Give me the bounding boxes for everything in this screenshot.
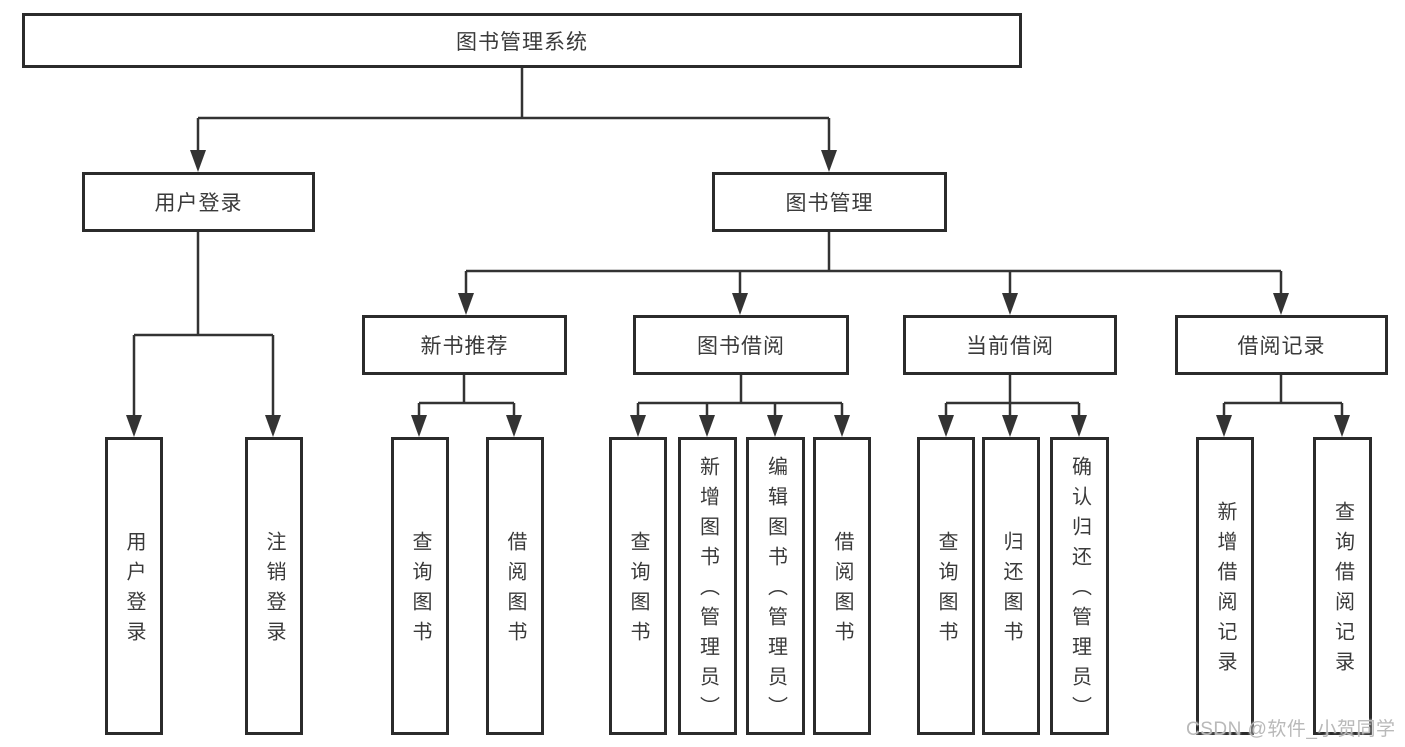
arrow-down-icon (411, 415, 427, 437)
leaf-user-login: 用户登录 (105, 437, 163, 735)
node-book-borrow: 图书借阅 (633, 315, 849, 375)
arrow-down-icon (834, 415, 850, 437)
arrow-down-icon (938, 415, 954, 437)
arrow-down-icon (1334, 415, 1350, 437)
leaf-newrec-borrow-books: 借阅图书 (486, 437, 544, 735)
node-borrow-records: 借阅记录 (1175, 315, 1388, 375)
leaf-borrow-borrow-books: 借阅图书 (813, 437, 871, 735)
arrow-down-icon (767, 415, 783, 437)
arrow-down-icon (699, 415, 715, 437)
leaf-logout: 注销登录 (245, 437, 303, 735)
arrow-down-icon (1216, 415, 1232, 437)
leaf-confirm-return-admin: 确认归还（管理员） (1050, 437, 1109, 735)
arrow-down-icon (630, 415, 646, 437)
arrow-down-icon (458, 293, 474, 315)
arrow-down-icon (265, 415, 281, 437)
leaf-newrec-query-books: 查询图书 (391, 437, 449, 735)
arrow-down-icon (1273, 293, 1289, 315)
arrow-down-icon (1002, 415, 1018, 437)
leaf-current-query-books: 查询图书 (917, 437, 975, 735)
leaf-add-borrow-record: 新增借阅记录 (1196, 437, 1254, 735)
leaf-borrow-query-books: 查询图书 (609, 437, 667, 735)
leaf-add-books-admin: 新增图书（管理员） (678, 437, 737, 735)
arrow-down-icon (732, 293, 748, 315)
arrow-down-icon (1002, 293, 1018, 315)
node-new-book-recommend: 新书推荐 (362, 315, 567, 375)
node-user-login: 用户登录 (82, 172, 315, 232)
arrow-down-icon (821, 150, 837, 172)
leaf-query-borrow-record: 查询借阅记录 (1313, 437, 1372, 735)
node-current-borrow: 当前借阅 (903, 315, 1117, 375)
csdn-watermark: CSDN @软件_小贺同学 (1186, 719, 1396, 740)
arrow-down-icon (190, 150, 206, 172)
arrow-down-icon (506, 415, 522, 437)
leaf-edit-books-admin: 编辑图书（管理员） (746, 437, 805, 735)
leaf-return-books: 归还图书 (982, 437, 1040, 735)
node-root-system: 图书管理系统 (22, 13, 1022, 68)
node-book-management: 图书管理 (712, 172, 947, 232)
arrow-down-icon (1071, 415, 1087, 437)
arrow-down-icon (126, 415, 142, 437)
